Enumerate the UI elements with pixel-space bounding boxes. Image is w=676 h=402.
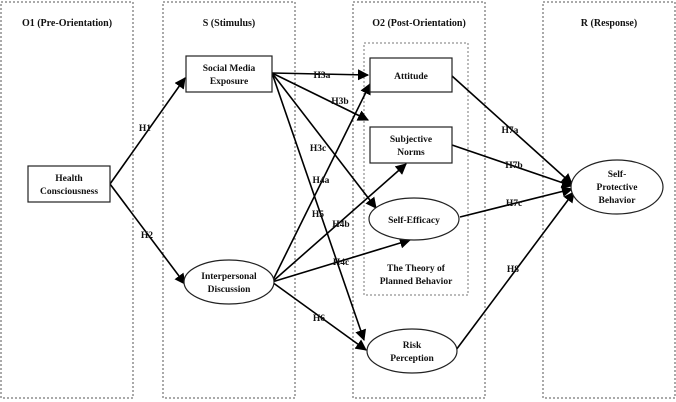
edges <box>109 69 575 351</box>
label-h7b: H7b <box>505 161 522 171</box>
edge-h7a <box>451 75 573 185</box>
node-interpersonal-line2: Discussion <box>208 285 251 295</box>
node-interpersonal-line1: Interpersonal <box>201 272 257 282</box>
label-h4c: H4c <box>333 258 349 268</box>
edge-h7b <box>451 144 574 189</box>
node-social-media-exposure: Social Media Exposure <box>185 55 273 93</box>
label-h3c: H3c <box>310 144 326 154</box>
node-efficacy-label: Self-Efficacy <box>388 216 440 226</box>
node-behavior-line1: Self- <box>608 170 626 180</box>
node-self-efficacy: Self-Efficacy <box>368 197 460 241</box>
column-o1-title: O1 (Pre-Orientation) <box>22 18 112 29</box>
node-risk-perception: Risk Perception <box>366 328 458 374</box>
node-interpersonal-discussion: Interpersonal Discussion <box>183 259 275 305</box>
column-o1 <box>0 1 134 399</box>
column-s-title: S (Stimulus) <box>203 18 256 29</box>
edge-h6 <box>271 281 367 351</box>
tpb-label-line1: The Theory of <box>387 264 446 274</box>
tpb-label-line2: Planned Behavior <box>380 277 453 287</box>
edge-h4a <box>271 82 371 283</box>
node-health-line2: Consciousness <box>40 187 98 197</box>
label-h4a: H4a <box>313 176 330 186</box>
tpb-group-box <box>363 42 469 296</box>
label-h2: H2 <box>141 231 153 241</box>
node-behavior-line2: Protective <box>597 183 638 193</box>
label-h7c: H7c <box>506 199 522 209</box>
edge-h4b <box>271 163 407 283</box>
node-health-consciousness: Health Consciousness <box>27 165 111 203</box>
node-social-line1: Social Media <box>203 64 256 74</box>
label-h3b: H3b <box>331 97 348 107</box>
edge-h2 <box>109 183 186 285</box>
edge-h3b <box>271 72 370 121</box>
label-h4b: H4b <box>332 220 349 230</box>
label-h6: H6 <box>313 314 325 324</box>
label-h3a: H3a <box>314 71 331 81</box>
node-risk-line1: Risk <box>403 341 422 351</box>
column-s <box>162 1 296 399</box>
node-health-line1: Health <box>55 174 83 184</box>
node-attitude: Attitude <box>369 57 453 93</box>
node-risk-line2: Perception <box>390 354 434 364</box>
edge-h7c <box>459 186 574 218</box>
edge-h5 <box>271 72 367 342</box>
label-h8: H8 <box>507 265 519 275</box>
node-norms-line1: Subjective <box>390 135 432 145</box>
column-r-title: R (Response) <box>581 18 637 29</box>
label-h1: H1 <box>139 124 151 134</box>
edge-h8 <box>455 191 575 351</box>
node-norms-line2: Norms <box>397 148 425 158</box>
node-self-protective-behavior: Self- Protective Behavior <box>570 159 664 215</box>
label-h5: H5 <box>312 210 324 220</box>
node-behavior-line3: Behavior <box>599 196 637 206</box>
edge-h3c <box>271 72 377 209</box>
column-o2-title: O2 (Post-Orientation) <box>372 18 466 29</box>
edge-h3a <box>271 69 370 81</box>
column-o2 <box>352 1 486 399</box>
node-attitude-label: Attitude <box>394 72 428 82</box>
column-r <box>542 1 676 399</box>
hypothesis-labels: H1 H2 H3a H3b H3c H4a H5 H4b H4c H6 H7a … <box>139 71 523 324</box>
label-h7a: H7a <box>502 126 519 136</box>
edge-h1 <box>109 77 186 185</box>
edge-h4c <box>271 237 412 283</box>
node-subjective-norms: Subjective Norms <box>369 126 453 164</box>
node-social-line2: Exposure <box>210 77 248 87</box>
